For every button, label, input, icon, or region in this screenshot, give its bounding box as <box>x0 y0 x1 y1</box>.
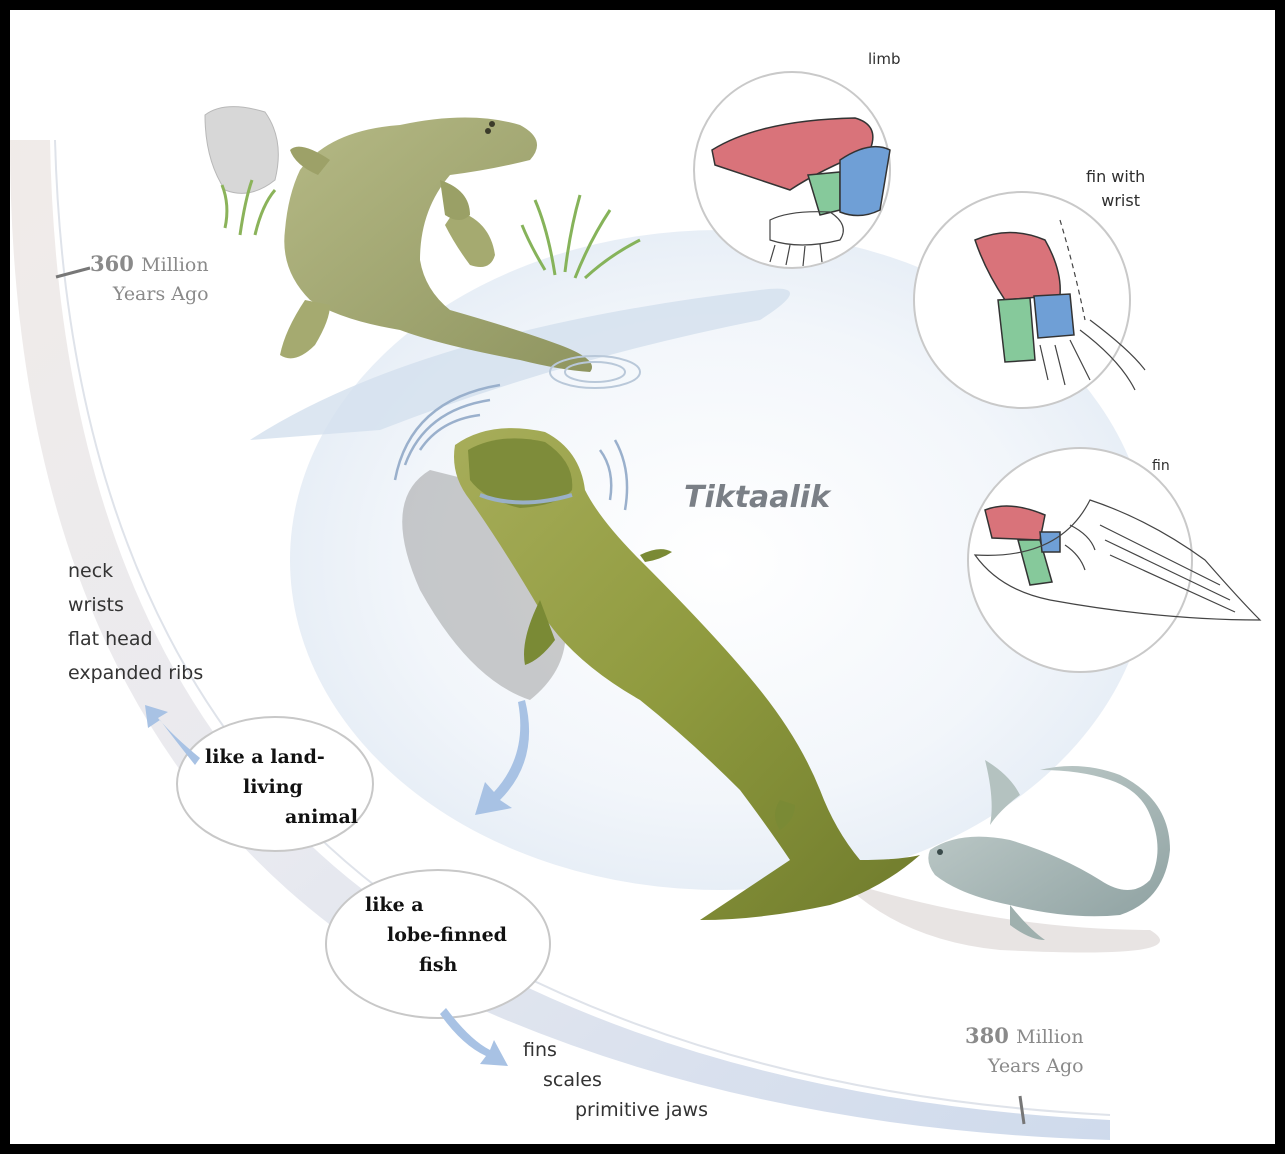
era-380-value: 380 <box>965 1023 1009 1048</box>
fish-traits-list: fins scales primitive jaws <box>523 1035 708 1125</box>
inset-label-fin: fin <box>1152 458 1170 474</box>
land-trait: wrists <box>68 588 203 622</box>
era-380-unit: Million <box>1016 1026 1083 1048</box>
bubble-fish-line: like a <box>365 890 507 920</box>
era-360-unit: Million <box>141 254 208 276</box>
fish-trait: fins <box>523 1035 708 1065</box>
bubble-fish-line: fish <box>365 950 507 980</box>
era-360-line2: Years Ago <box>113 283 209 305</box>
title-tiktaalik: Tiktaalik <box>684 480 830 515</box>
inset-label-fin-with-wrist-line2: wrist <box>1091 191 1140 210</box>
era-380-line2: Years Ago <box>988 1055 1084 1077</box>
inset-label-fin-with-wrist: fin with wrist <box>1086 165 1145 213</box>
bubble-fish-line: lobe-finned <box>365 920 507 950</box>
bubble-land-text: like a land- living animal <box>205 742 358 832</box>
land-trait: neck <box>68 554 203 588</box>
era-360: 360 Million Years Ago <box>90 250 209 308</box>
inset-limb <box>694 72 890 268</box>
fish-trait: primitive jaws <box>523 1095 708 1125</box>
inset-label-limb: limb <box>868 50 900 68</box>
fish-trait: scales <box>523 1065 708 1095</box>
land-trait: expanded ribs <box>68 656 203 690</box>
bubble-fish-text: like a lobe-finned fish <box>365 890 507 980</box>
bubble-land-line: animal <box>205 802 358 832</box>
bubble-land-line: like a land- <box>205 742 358 772</box>
era-380: 380 Million Years Ago <box>965 1022 1084 1080</box>
bubble-land-line: living <box>205 772 358 802</box>
land-traits-list: neck wrists flat head expanded ribs <box>68 554 203 690</box>
era-360-value: 360 <box>90 251 134 276</box>
inset-label-fin-with-wrist-line1: fin with <box>1086 167 1145 186</box>
land-trait: flat head <box>68 622 203 656</box>
